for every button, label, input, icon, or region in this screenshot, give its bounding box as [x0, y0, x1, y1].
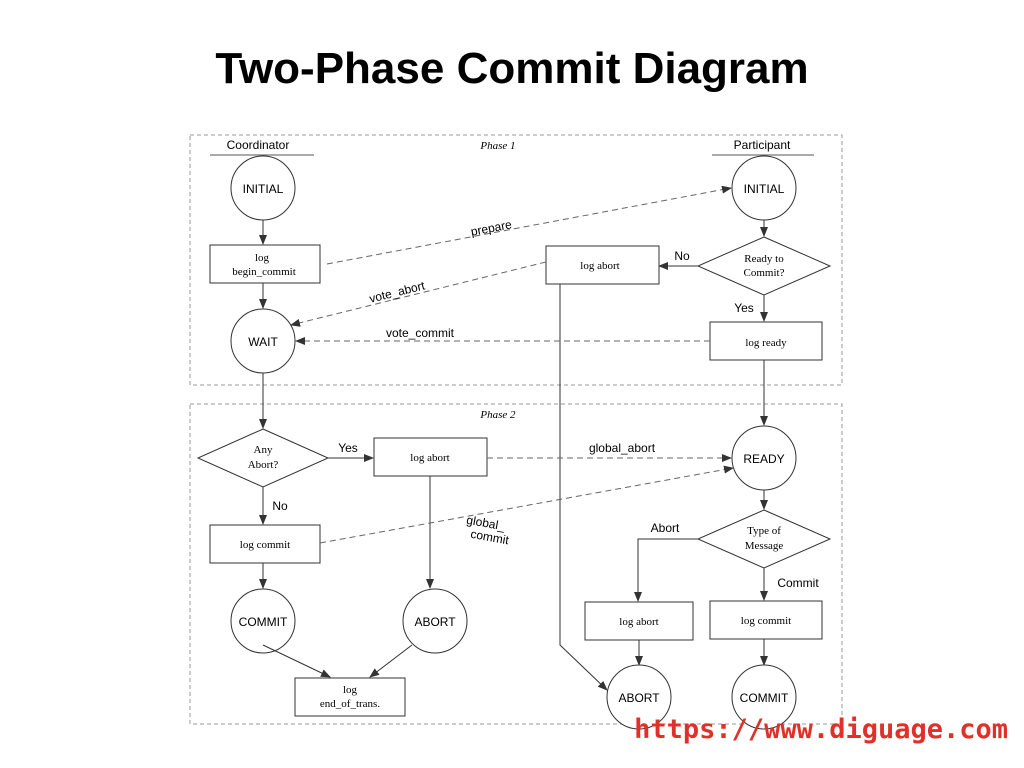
coord-no-label: No	[272, 499, 288, 513]
coord-log-commit-box	[209, 524, 321, 564]
coord-commit-state	[230, 588, 296, 654]
ready-to-commit-line1: Ready to	[744, 253, 784, 265]
part-log-abort-p2-label: log abort	[619, 616, 658, 628]
part-log-ready-box	[709, 321, 823, 361]
phase2-label: Phase 2	[479, 409, 516, 421]
coord-log-abort-box	[373, 437, 488, 477]
log-begin-commit-line2: begin_commit	[232, 266, 296, 278]
any-abort-line2: Abort?	[248, 459, 279, 471]
vote-commit-label: vote_commit	[386, 326, 455, 340]
coord-wait-label: WAIT	[248, 335, 278, 349]
type-of-message-line1: Type of	[747, 525, 781, 537]
type-of-message-decision	[696, 509, 832, 569]
global-abort-label: global_abort	[589, 441, 656, 455]
page-title: Two-Phase Commit Diagram	[215, 44, 809, 93]
log-begin-commit-line1: log	[255, 252, 270, 264]
coord-abort-label: ABORT	[414, 615, 456, 629]
any-abort-line1: Any	[254, 444, 273, 456]
part-log-commit-box	[709, 600, 823, 640]
vote-abort-label: vote_abort	[368, 278, 427, 305]
phase2-frame	[189, 403, 843, 725]
phase1-frame	[189, 134, 843, 386]
phase1-label: Phase 1	[479, 140, 515, 152]
part-no-label: No	[674, 249, 690, 263]
global-commit-line1: global_	[465, 513, 506, 534]
part-log-commit-label: log commit	[741, 615, 791, 627]
part-abort-msg-label: Abort	[651, 521, 680, 535]
part-initial-label: INITIAL	[744, 182, 785, 196]
part-commit-label: COMMIT	[740, 691, 789, 705]
part-commit-state	[731, 664, 797, 730]
prepare-label: prepare	[470, 217, 514, 238]
part-abort-label: ABORT	[618, 691, 660, 705]
ready-to-commit-line2: Commit?	[744, 267, 785, 279]
abort-path-line	[559, 284, 608, 691]
part-yes-label: Yes	[734, 301, 754, 315]
global-commit-line2: commit	[469, 527, 510, 548]
log-end-line1: log	[343, 684, 358, 696]
coord-yes-label: Yes	[338, 441, 358, 455]
watermark-url: https://www.diguage.com	[634, 714, 1008, 745]
part-commit-msg-label: Commit	[777, 576, 819, 590]
part-ready-label: READY	[743, 452, 784, 466]
log-begin-commit-box	[209, 244, 321, 284]
log-end-line2: end_of_trans.	[320, 698, 380, 710]
part-log-ready-label: log ready	[745, 337, 787, 349]
vote-abort-arrow	[290, 261, 547, 327]
coord-log-abort-label: log abort	[410, 452, 449, 464]
coord-commit-label: COMMIT	[239, 615, 288, 629]
coord-initial-label: INITIAL	[243, 182, 284, 196]
type-of-message-line2: Message	[745, 540, 784, 552]
part-abort-state	[606, 664, 672, 730]
prepare-arrow	[326, 185, 732, 265]
ready-to-commit-decision	[696, 236, 832, 296]
part-log-abort-p1-box	[545, 245, 660, 285]
coord-log-commit-label: log commit	[240, 539, 290, 551]
coordinator-header: Coordinator	[227, 138, 290, 152]
participant-header: Participant	[734, 138, 791, 152]
any-abort-decision	[196, 428, 330, 488]
part-log-abort-p1-label: log abort	[580, 260, 619, 272]
coord-abort-state	[402, 588, 468, 654]
log-end-of-trans-box	[294, 677, 406, 717]
